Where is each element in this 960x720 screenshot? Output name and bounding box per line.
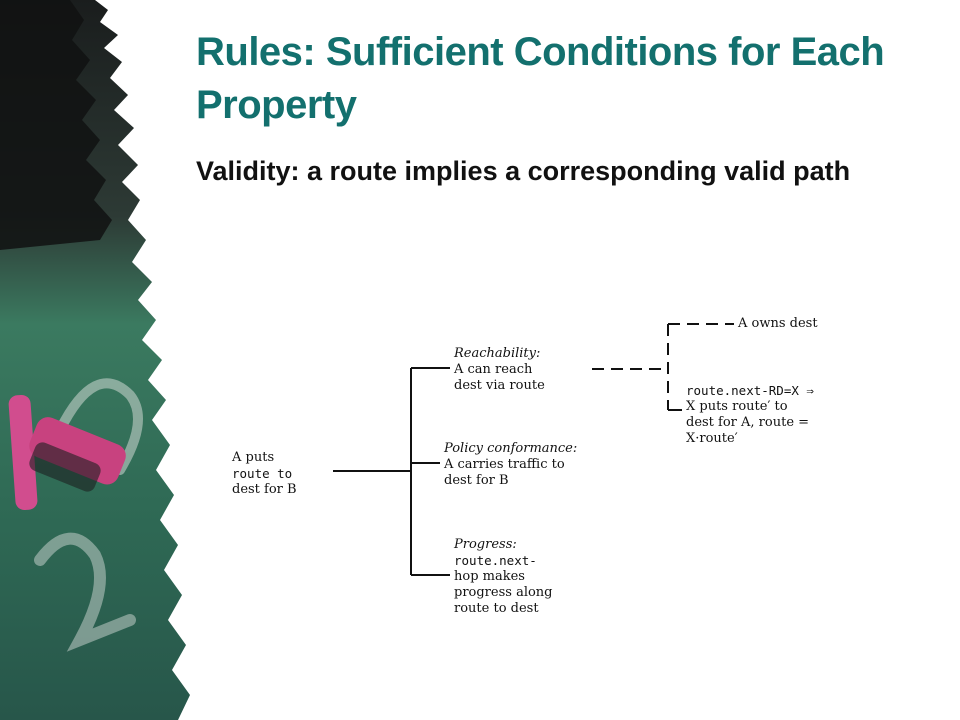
root-line-2: route to (232, 466, 293, 481)
next-rd-line-4: X·route′ (686, 431, 738, 446)
reachability-line-1: A can reach (454, 362, 533, 377)
next-rd-line-2: X puts route′ to (686, 399, 788, 414)
progress-node: Progress: route.next- hop makes progress… (454, 537, 594, 617)
policy-line-2: dest for B (444, 473, 509, 488)
bullet-validity: Validity: a route implies a correspondin… (196, 156, 851, 186)
progress-line-3: progress along (454, 585, 553, 600)
progress-line-4: route to dest (454, 601, 539, 616)
policy-heading: Policy conformance: (444, 441, 578, 456)
progress-line-2: hop makes (454, 569, 525, 584)
next-rd-node: route.next-RD=X ⇒ X puts route′ to dest … (686, 383, 896, 447)
progress-heading: Progress: (454, 537, 517, 552)
slide-title: Rules: Sufficient Conditions for Each Pr… (196, 30, 885, 127)
reachability-node: Reachability: A can reach dest via route (454, 346, 594, 394)
owns-text: A owns dest (738, 316, 818, 331)
next-rd-line-1: route.next-RD=X ⇒ (686, 383, 814, 398)
owns-node: A owns dest (738, 316, 878, 332)
root-line-3: dest for B (232, 482, 297, 497)
progress-line-1: route.next- (454, 553, 537, 568)
policy-line-1: A carries traffic to (444, 457, 565, 472)
root-line-1: A puts (232, 450, 275, 465)
reachability-heading: Reachability: (454, 346, 541, 361)
root-node: A puts route to dest for B (232, 450, 332, 498)
reachability-line-2: dest via route (454, 378, 545, 393)
next-rd-line-3: dest for A, route = (686, 415, 810, 430)
chalkboard-decoration (0, 0, 190, 720)
policy-node: Policy conformance: A carries traffic to… (444, 441, 609, 489)
